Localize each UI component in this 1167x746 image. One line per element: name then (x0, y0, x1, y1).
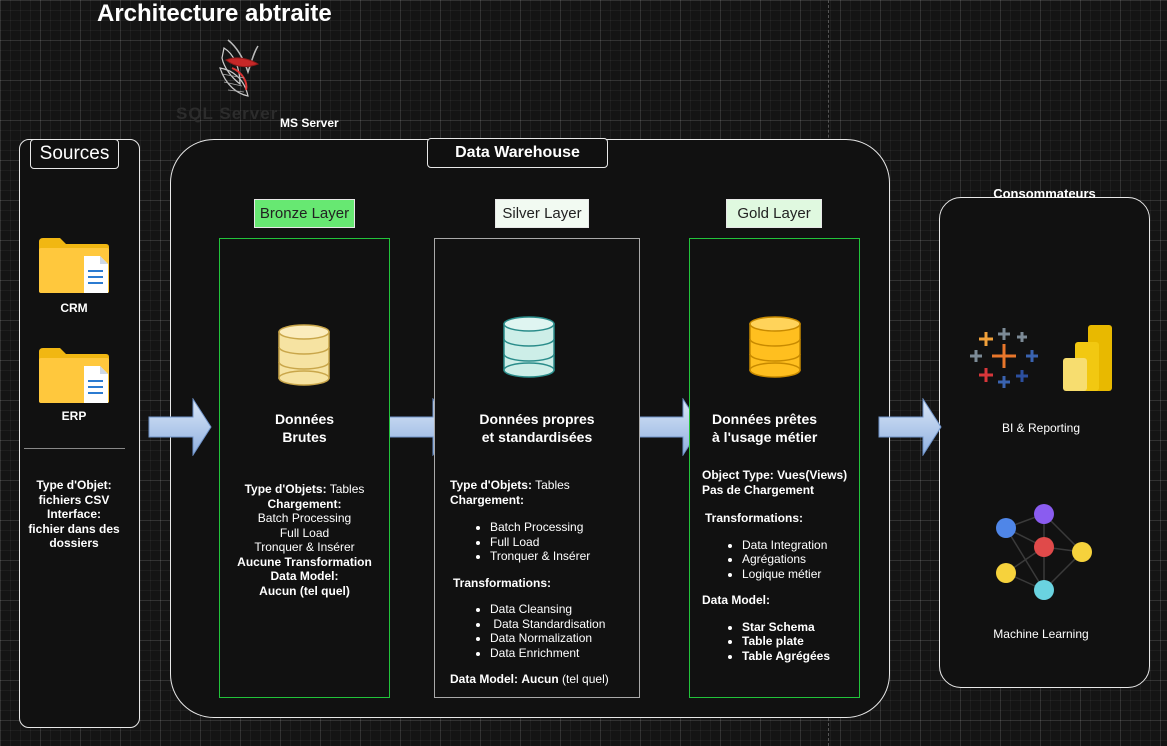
neural-network-icon (996, 504, 1092, 600)
gold-data-model-label: Data Model: (702, 593, 771, 607)
bronze-chargement-label: Chargement: (267, 496, 342, 511)
gold-object-type: Object Type: Vues(Views) (702, 468, 848, 482)
silver-data-model-value: Aucun (521, 672, 559, 686)
gold-title-line1: Données prêtes (712, 411, 818, 427)
gold-chargement: Pas de Chargement (702, 482, 815, 497)
sources-label: Sources (30, 139, 119, 169)
folder-document-icon (39, 238, 109, 293)
silver-data-model-note: (tel quel) (558, 672, 609, 686)
bronze-chargement-item: Tronquer & Insérer (254, 540, 355, 554)
gold-details: Object Type: Vues(Views) Pas de Chargeme… (702, 468, 858, 663)
database-icon (749, 316, 801, 378)
silver-chargement-item: Full Load (490, 535, 636, 550)
database-icon (278, 324, 330, 386)
source-interface-label: Interface: (46, 507, 102, 521)
gold-data-model-item: Star Schema (742, 620, 858, 635)
silver-details: Type d'Objets: Tables Chargement: Batch … (450, 478, 636, 687)
source-erp-label: ERP (61, 409, 87, 423)
silver-chargement-list: Batch Processing Full Load Tronquer & In… (450, 520, 636, 564)
ms-server-label: MS Server (280, 116, 339, 130)
bronze-type-label: Type d'Objets: (244, 482, 327, 496)
sources-panel (19, 139, 140, 728)
gold-data-model-list: Star Schema Table plate Table Agrégées (702, 620, 858, 664)
bronze-title-line2: Brutes (282, 429, 327, 445)
gold-transformations-list: Data Integration Agrégations Logique mét… (702, 538, 858, 582)
power-bi-icon (1063, 325, 1112, 391)
silver-transformation-item: Data Cleansing (490, 602, 636, 617)
gold-transformation-item: Logique métier (742, 567, 858, 582)
gold-transformation-item: Data Integration (742, 538, 858, 553)
silver-transformations-list: Data Cleansing Data Standardisation Data… (450, 602, 636, 660)
source-type-label: Type d'Objet: (36, 478, 112, 492)
bronze-data-model-label: Data Model: (270, 569, 339, 583)
gold-transformations-label: Transformations: (705, 511, 804, 525)
gold-transformation-item: Agrégations (742, 552, 858, 567)
folder-document-icon (39, 348, 109, 403)
sources-separator (24, 448, 125, 449)
data-warehouse-label: Data Warehouse (427, 138, 608, 168)
silver-transformations-label: Transformations: (453, 575, 552, 590)
arrow-right-icon (878, 398, 942, 456)
gold-layer-label: Gold Layer (726, 199, 822, 228)
bronze-chargement-item: Full Load (279, 525, 330, 540)
bronze-type-value: Tables (326, 482, 365, 496)
silver-type-value: Tables (531, 478, 570, 492)
gold-layer-box (689, 238, 860, 698)
silver-type-line: Type d'Objets: Tables (450, 478, 636, 493)
sql-server-ghost-text: SQL Server (176, 104, 279, 123)
gold-title: Données prêtes à l'usage métier (712, 410, 852, 446)
silver-chargement-item: Tronquer & Insérer (490, 549, 636, 564)
silver-chargement-label: Chargement: (450, 492, 525, 507)
bi-reporting-label: BI & Reporting (1001, 421, 1081, 435)
silver-type-label: Type d'Objets: (450, 478, 532, 492)
sources-details: Type d'Objet: fichiers CSV Interface: fi… (19, 478, 129, 551)
silver-data-model-line: Data Model: Aucun (tel quel) (450, 672, 636, 687)
silver-transformation-item: Data Normalization (490, 631, 636, 646)
bronze-title-line1: Données (274, 411, 335, 427)
machine-learning-label: Machine Learning (993, 627, 1089, 641)
silver-data-model-label: Data Model: (450, 672, 519, 686)
consumers-panel (939, 197, 1150, 688)
silver-layer-label: Silver Layer (495, 199, 589, 228)
silver-chargement-item: Batch Processing (490, 520, 636, 535)
bronze-layer-label: Bronze Layer (254, 199, 355, 228)
gold-data-model-item: Table plate (742, 634, 858, 649)
tableau-icon (970, 328, 1038, 388)
arrow-right-icon (148, 398, 212, 456)
bronze-details: Type d'Objets: Tables Chargement: Batch … (219, 482, 390, 598)
consumers-label: Consommateurs (993, 186, 1096, 201)
gold-data-model-item: Table Agrégées (742, 649, 858, 664)
source-interface-value: fichier dans des dossiers (28, 521, 120, 551)
bronze-data-model-value: Aucun (tel quel) (259, 583, 350, 598)
silver-title-line1: Données propres (479, 411, 595, 427)
silver-title: Données propres et standardisées (434, 410, 640, 446)
bronze-layer-box (219, 238, 390, 698)
silver-transformation-item: Data Enrichment (490, 646, 636, 661)
page-title: Architecture abtraite (97, 0, 332, 27)
bronze-chargement-item: Batch Processing (257, 511, 352, 525)
silver-layer-box (434, 238, 640, 698)
sql-server-logo (219, 39, 260, 97)
bronze-type-line: Type d'Objets: Tables (219, 482, 390, 497)
silver-title-line2: et standardisées (481, 429, 593, 445)
silver-transformation-item: Data Standardisation (490, 617, 636, 632)
bronze-title: Données Brutes (219, 410, 390, 446)
source-type-value: fichiers CSV (38, 492, 110, 507)
gold-title-line2: à l'usage métier (712, 429, 818, 445)
bronze-transformation: Aucune Transformation (237, 554, 372, 569)
source-crm-label: CRM (60, 301, 88, 315)
database-icon (503, 316, 555, 378)
